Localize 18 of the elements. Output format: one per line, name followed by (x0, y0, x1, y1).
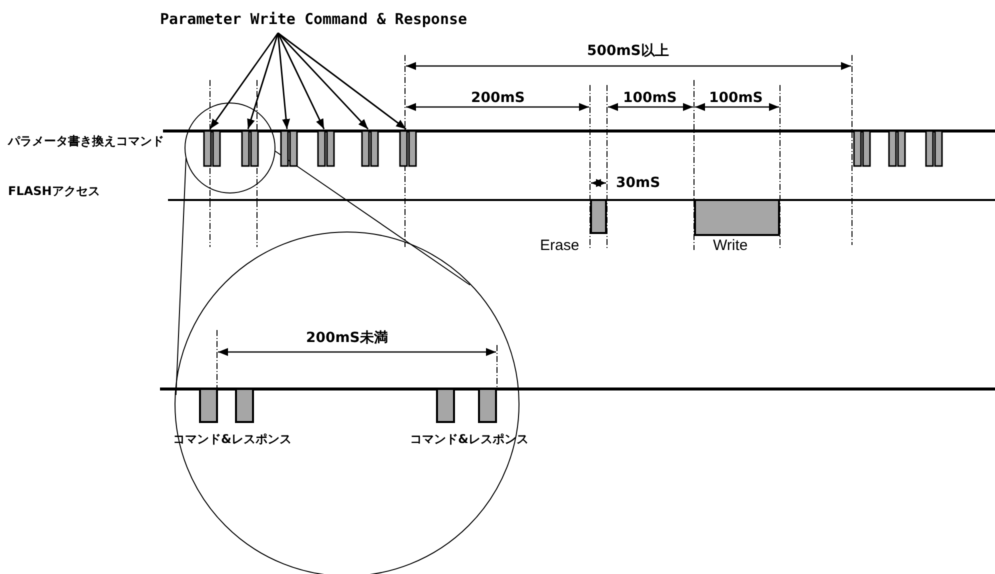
block-label: Erase (540, 238, 580, 253)
block-label: コマンド&レスポンス (410, 433, 528, 445)
dimension-label: 100mS (623, 91, 677, 105)
arrow (209, 32, 279, 130)
dimension-label: 30mS (616, 176, 660, 190)
arrow (277, 32, 290, 130)
dimension-label: 100mS (709, 91, 763, 105)
callout-text: Parameter Write Command & Response (160, 12, 468, 27)
row-label: FLASHアクセス (8, 185, 100, 197)
block-label: Write (713, 238, 748, 253)
arrow (278, 32, 406, 130)
dimension-label: 200mS (471, 91, 525, 105)
arrow (277, 32, 325, 130)
arrow (247, 32, 279, 130)
dimension-label: 500mS以上 (587, 44, 669, 58)
row-label: パラメータ書き換えコマンド (8, 135, 164, 147)
dimension-label: 200mS未満 (306, 331, 388, 345)
arrow (277, 32, 369, 130)
